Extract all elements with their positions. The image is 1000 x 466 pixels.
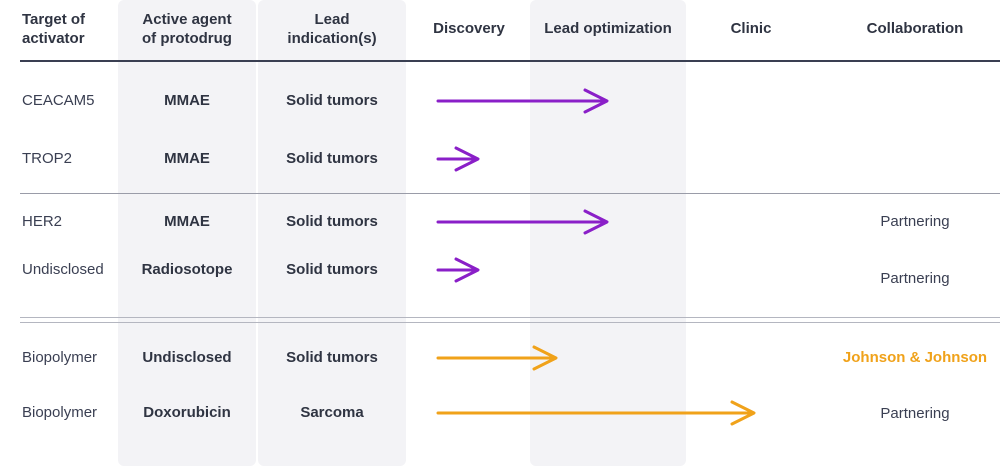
lead-optimization-column-band xyxy=(530,0,686,466)
header-agent-line1: Active agent xyxy=(142,11,232,28)
row-target: Biopolymer xyxy=(22,404,98,421)
progress-arrow xyxy=(436,400,756,426)
header-lead-optimization: Lead optimization xyxy=(544,20,672,37)
arrow-head xyxy=(730,400,756,426)
header-target: Target of activator xyxy=(22,10,85,48)
row-target: HER2 xyxy=(22,213,63,230)
header-divider xyxy=(20,60,1000,62)
arrow-head xyxy=(454,257,480,283)
progress-arrow xyxy=(436,146,480,172)
row-target: Undisclosed xyxy=(22,261,104,278)
progress-arrow xyxy=(436,209,609,235)
row-indication: Solid tumors xyxy=(286,92,378,109)
row-agent: Undisclosed xyxy=(142,349,232,366)
header-target-line1: Target of xyxy=(22,11,86,28)
arrow-head xyxy=(583,209,609,235)
progress-arrow xyxy=(436,88,609,114)
row-collaboration: Johnson & Johnson xyxy=(842,349,988,366)
header-target-line2: activator xyxy=(22,30,85,47)
row-agent: MMAE xyxy=(164,213,210,230)
group-divider-double-bottom xyxy=(20,322,1000,323)
group-divider xyxy=(20,193,1000,194)
header-agent-line2: of protodrug xyxy=(142,30,232,47)
header-collaboration: Collaboration xyxy=(866,20,964,37)
row-collaboration: Partnering xyxy=(880,213,950,230)
row-target: CEACAM5 xyxy=(22,92,95,109)
arrow-head xyxy=(532,345,558,371)
row-agent: MMAE xyxy=(164,92,210,109)
arrow-head xyxy=(454,146,480,172)
agent-column-band xyxy=(118,0,256,466)
row-indication: Sarcoma xyxy=(300,404,364,421)
row-target: Biopolymer xyxy=(22,349,98,366)
arrow-head xyxy=(583,88,609,114)
header-indication-line2: indication(s) xyxy=(287,30,377,47)
header-discovery: Discovery xyxy=(433,20,505,37)
header-agent: Active agent of protodrug xyxy=(118,10,256,48)
group-divider-double-top xyxy=(20,317,1000,318)
row-target: TROP2 xyxy=(22,150,73,167)
progress-arrow xyxy=(436,345,558,371)
row-agent: Radiosotope xyxy=(141,261,233,278)
indication-column-band xyxy=(258,0,406,466)
header-indication-line1: Lead xyxy=(314,11,350,28)
row-agent: Doxorubicin xyxy=(143,404,231,421)
row-indication: Solid tumors xyxy=(286,349,378,366)
row-collaboration: Partnering xyxy=(880,270,950,287)
row-agent: MMAE xyxy=(164,150,210,167)
row-collaboration: Partnering xyxy=(880,405,950,422)
row-indication: Solid tumors xyxy=(286,261,378,278)
header-indication: Lead indication(s) xyxy=(258,10,406,48)
row-indication: Solid tumors xyxy=(286,213,378,230)
progress-arrow xyxy=(436,257,480,283)
header-clinic: Clinic xyxy=(730,20,772,37)
row-indication: Solid tumors xyxy=(286,150,378,167)
